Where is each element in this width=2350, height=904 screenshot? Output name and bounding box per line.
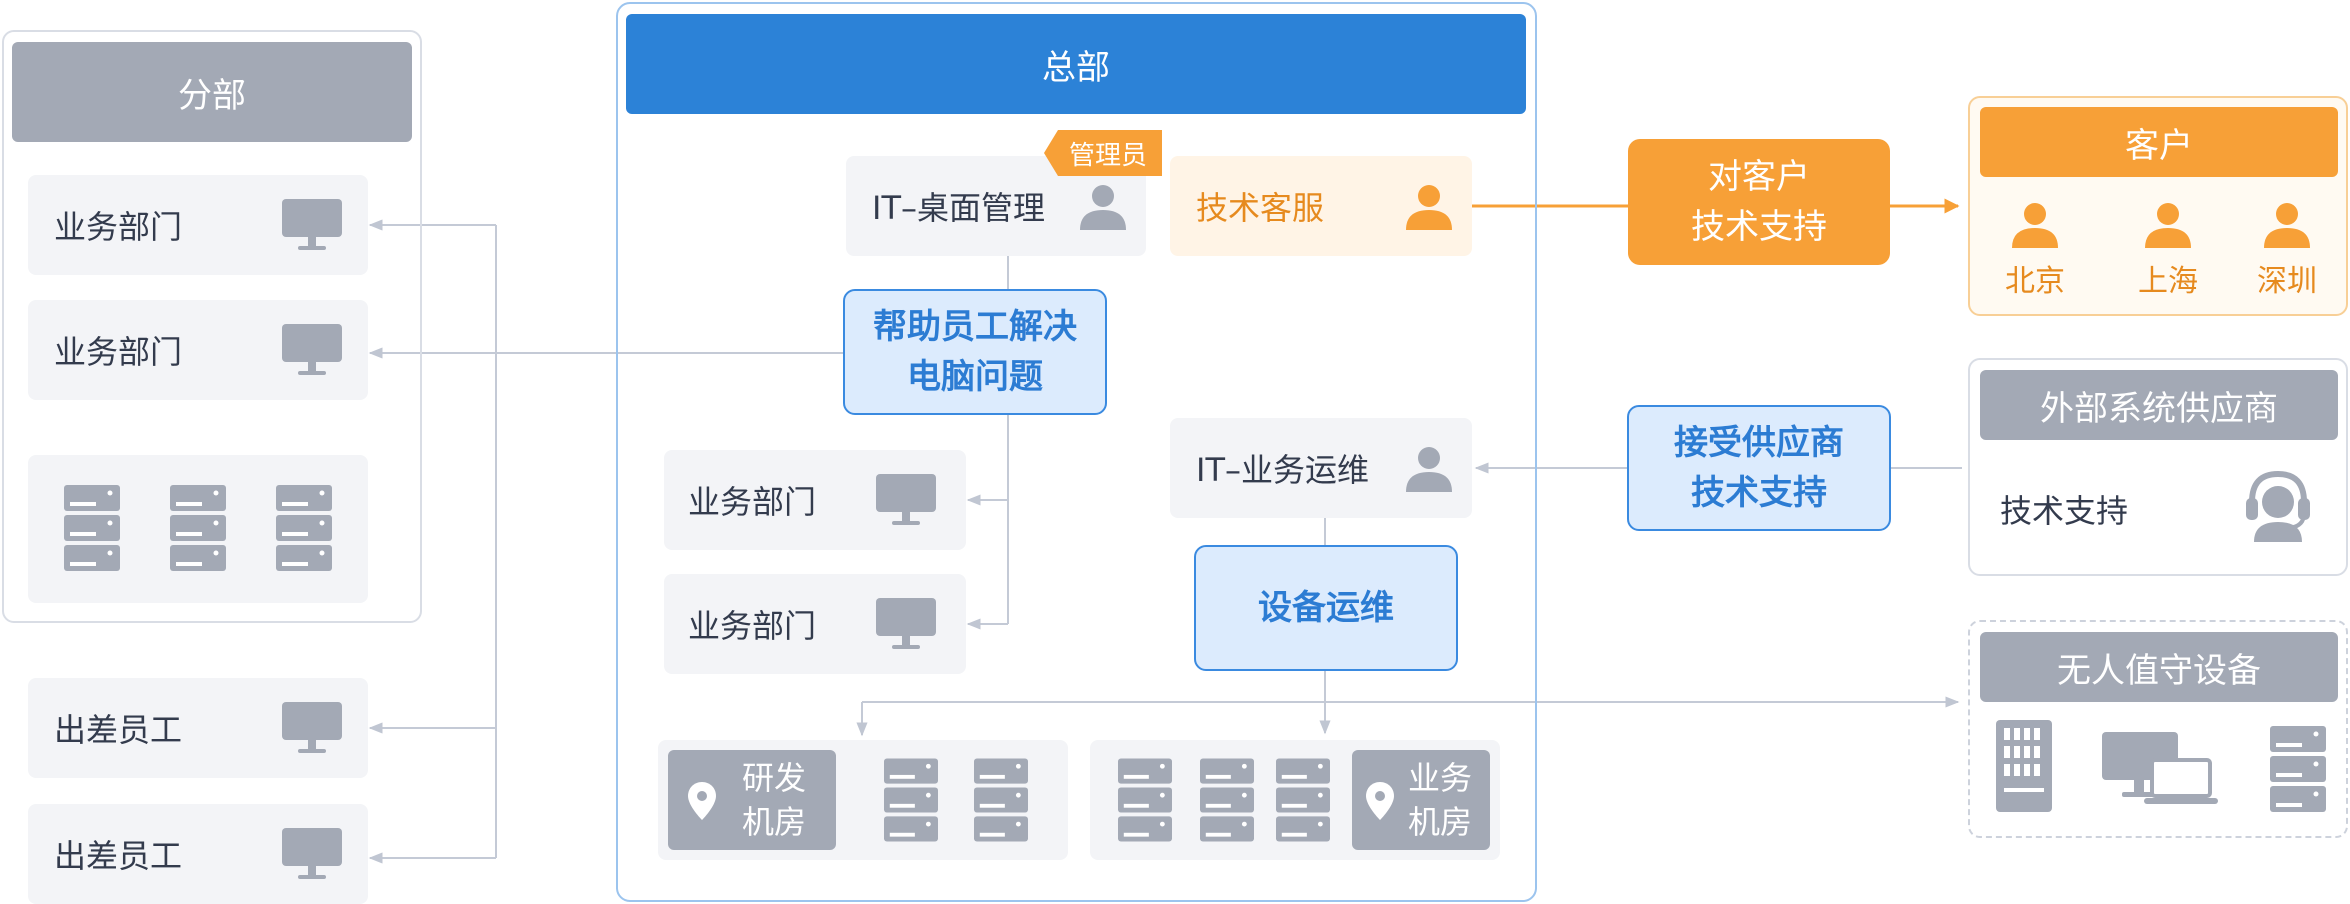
device-ops-label: 设备运维 (1258, 588, 1394, 628)
branch-frame (2, 30, 422, 623)
person-icon (1406, 447, 1452, 492)
rd-room-line-1: 研发 (742, 759, 807, 797)
vendor-title: 外部系统供应商 (1980, 370, 2338, 440)
device-ops-box[interactable]: 设备运维 (1194, 545, 1458, 671)
monitor-icon (876, 598, 936, 649)
branch-dept-1-label: 业务部门 (54, 208, 183, 246)
monitor-icon (876, 474, 936, 525)
server-icon (170, 485, 226, 571)
server-icon (1200, 758, 1254, 842)
city-shenzhen: 深圳 (2257, 264, 2317, 299)
help-box-line-1: 帮助员工解决 (873, 307, 1077, 347)
vendor-support-label: 技术支持 (2000, 492, 2129, 530)
city-shanghai: 上海 (2138, 264, 2198, 299)
hq-dept-1-label: 业务部门 (688, 483, 817, 521)
travel-2-card[interactable]: 出差员工 (28, 804, 368, 904)
biz-ops-label: IT–业务运维 (1196, 451, 1369, 489)
rd-room-label-box: 研发机房 (668, 750, 836, 850)
branch-dept-2-card[interactable]: 业务部门 (28, 300, 368, 400)
travel-1-card[interactable]: 出差员工 (28, 678, 368, 778)
server-cabinet-icon (1996, 720, 2052, 812)
branch-title: 分部 (12, 42, 412, 142)
headset-icon (2246, 470, 2310, 542)
server-icon (2270, 726, 2326, 812)
rd-room-line-2: 机房 (742, 803, 807, 841)
admin-tag: 管理员 (1044, 130, 1162, 176)
branch-dept-2-label: 业务部门 (54, 333, 183, 371)
branch-dept-1-card[interactable]: 业务部门 (28, 175, 368, 275)
city-beijing: 北京 (2005, 264, 2065, 299)
tech-service-card[interactable]: 技术客服 (1170, 156, 1472, 256)
desktop-mgmt-label: IT–桌面管理 (872, 189, 1045, 227)
client-support-line-2: 技术支持 (1691, 207, 1827, 247)
server-icon (974, 758, 1028, 842)
person-icon (1080, 185, 1126, 230)
hq-title: 总部 (626, 14, 1526, 114)
vendor-support-box[interactable]: 接受供应商技术支持 (1627, 405, 1891, 531)
monitor-icon (282, 702, 342, 753)
biz-room-label-box: 业务机房 (1352, 750, 1490, 850)
branch-server-card (28, 455, 368, 603)
monitor-icon (282, 324, 342, 375)
person-icon (2145, 203, 2191, 248)
monitor-icon (282, 828, 342, 879)
help-box-line-2: 电脑问题 (907, 357, 1043, 397)
biz-ops-card[interactable]: IT–业务运维 (1170, 418, 1472, 518)
travel-2-label: 出差员工 (54, 837, 183, 875)
client-title: 客户 (1980, 107, 2338, 177)
server-icon (1118, 758, 1172, 842)
desktop-laptop-icon (2102, 732, 2218, 804)
hq-dept-1-card[interactable]: 业务部门 (664, 450, 966, 550)
client-support-box[interactable]: 对客户技术支持 (1628, 139, 1890, 265)
person-icon (1406, 185, 1452, 230)
vendor-support-line-2: 技术支持 (1691, 473, 1827, 513)
location-pin-icon (1366, 782, 1394, 820)
server-icon (64, 485, 120, 571)
biz-room-line-1: 业务 (1408, 759, 1473, 797)
server-icon (884, 758, 938, 842)
hq-dept-2-card[interactable]: 业务部门 (664, 574, 966, 674)
person-icon (2264, 203, 2310, 248)
biz-room-card: 业务机房 (1090, 740, 1500, 860)
server-icon (1276, 758, 1330, 842)
vendor-support-line-1: 接受供应商 (1674, 423, 1844, 463)
person-icon (2012, 203, 2058, 248)
help-employees-box[interactable]: 帮助员工解决电脑问题 (843, 289, 1107, 415)
client-support-line-1: 对客户 (1708, 157, 1810, 197)
unattended-frame (1968, 620, 2348, 838)
unattended-title: 无人值守设备 (1980, 632, 2338, 702)
travel-1-label: 出差员工 (54, 711, 183, 749)
monitor-icon (282, 199, 342, 250)
location-pin-icon (688, 782, 716, 820)
biz-room-line-2: 机房 (1408, 803, 1473, 841)
rd-room-card: 研发机房 (658, 740, 1068, 860)
tech-service-label: 技术客服 (1196, 189, 1325, 227)
hq-frame (616, 2, 1537, 902)
server-icon (276, 485, 332, 571)
hq-dept-2-label: 业务部门 (688, 607, 817, 645)
vendor-frame (1968, 358, 2348, 576)
